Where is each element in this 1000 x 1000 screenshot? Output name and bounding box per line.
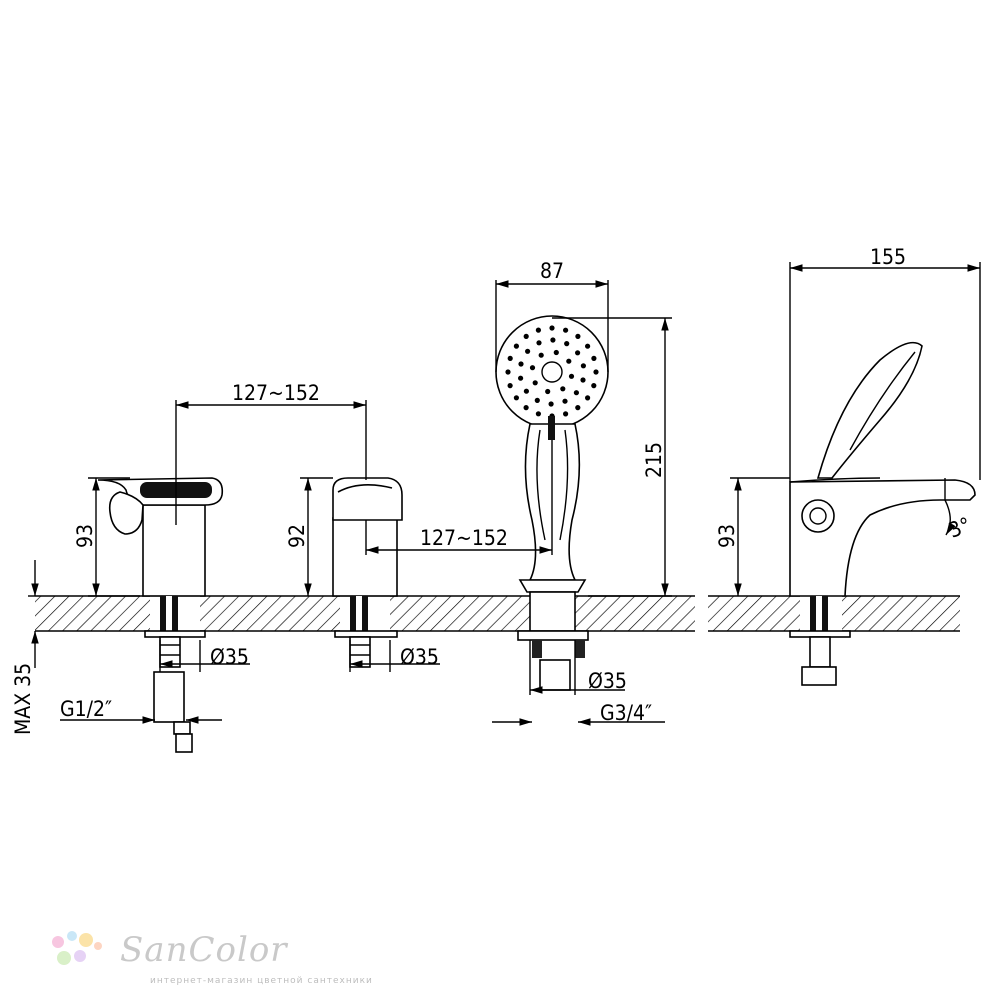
dim-side-height: 93	[715, 524, 739, 548]
logo-dot	[94, 942, 102, 950]
spray-nozzle	[566, 358, 572, 364]
brand-name: SanColor	[120, 930, 288, 970]
spray-nozzle	[562, 398, 568, 404]
spray-nozzle	[550, 337, 556, 343]
spray-nozzle	[536, 340, 542, 346]
spray-nozzle	[513, 343, 520, 349]
logo-dot	[57, 951, 71, 965]
spray-nozzle	[523, 333, 529, 339]
spray-nozzle	[538, 352, 544, 358]
spray-nozzle	[505, 369, 511, 375]
spray-nozzle	[563, 411, 569, 417]
brand-tagline: интернет-магазин цветной сантехники	[150, 976, 373, 986]
dimension-lines	[28, 262, 981, 726]
dim-spacing-right: 127~152	[420, 526, 508, 550]
dim-dia-1: Ø35	[210, 645, 249, 669]
spray-nozzle	[518, 375, 524, 381]
dim-height-left: 93	[73, 524, 97, 548]
spray-nozzle	[535, 411, 542, 417]
spray-nozzle	[591, 355, 597, 361]
dim-dia-2: Ø35	[400, 645, 439, 669]
spray-nozzle	[523, 388, 530, 394]
dim-thread-right: G3/4″	[600, 701, 652, 725]
spray-nozzle	[549, 325, 555, 331]
spray-nozzle	[564, 341, 570, 347]
dim-thread-left: G1/2″	[60, 697, 112, 721]
dim-spacing-left: 127~152	[232, 381, 320, 405]
dim-side-length: 155	[870, 245, 906, 269]
spray-nozzle	[560, 386, 566, 392]
spray-nozzle	[545, 388, 551, 395]
dim-shower-height: 215	[642, 442, 666, 478]
logo-dot	[79, 933, 93, 947]
spray-nozzle	[575, 405, 581, 411]
dim-height-mid: 92	[285, 524, 309, 548]
spray-nozzle	[568, 373, 575, 379]
spray-nozzle	[525, 348, 531, 354]
spray-nozzle	[575, 333, 581, 339]
spray-nozzle	[507, 383, 513, 389]
logo-dot	[52, 936, 64, 948]
spray-nozzle	[573, 390, 580, 396]
side-spout	[789, 341, 976, 686]
brand-logo-dots	[52, 931, 102, 965]
dim-head-width: 87	[540, 259, 564, 283]
spray-nozzle	[580, 377, 586, 383]
deck-side	[708, 595, 960, 632]
spray-nozzle	[513, 395, 520, 401]
spray-nozzle	[563, 327, 569, 333]
logo-dot	[74, 950, 86, 962]
spray-nozzle	[591, 383, 597, 389]
spray-nozzle	[593, 369, 599, 375]
spray-nozzle	[553, 349, 559, 356]
middle-valve	[332, 477, 403, 668]
spray-nozzle	[532, 380, 538, 386]
spray-nozzle	[523, 405, 529, 411]
spray-nozzle	[580, 363, 587, 369]
spray-nozzle	[529, 365, 536, 371]
spray-nozzle	[534, 397, 540, 403]
dim-max-thickness: MAX 35	[11, 663, 35, 735]
spray-nozzle	[507, 355, 513, 361]
spray-nozzle	[585, 343, 591, 349]
dim-dia-3: Ø35	[588, 669, 627, 693]
logo-dot	[67, 931, 77, 941]
spray-nozzle	[585, 395, 591, 401]
spray-nozzle	[535, 327, 542, 333]
spray-nozzle	[575, 350, 581, 356]
spray-nozzle	[518, 361, 524, 367]
spray-nozzle	[548, 401, 554, 407]
